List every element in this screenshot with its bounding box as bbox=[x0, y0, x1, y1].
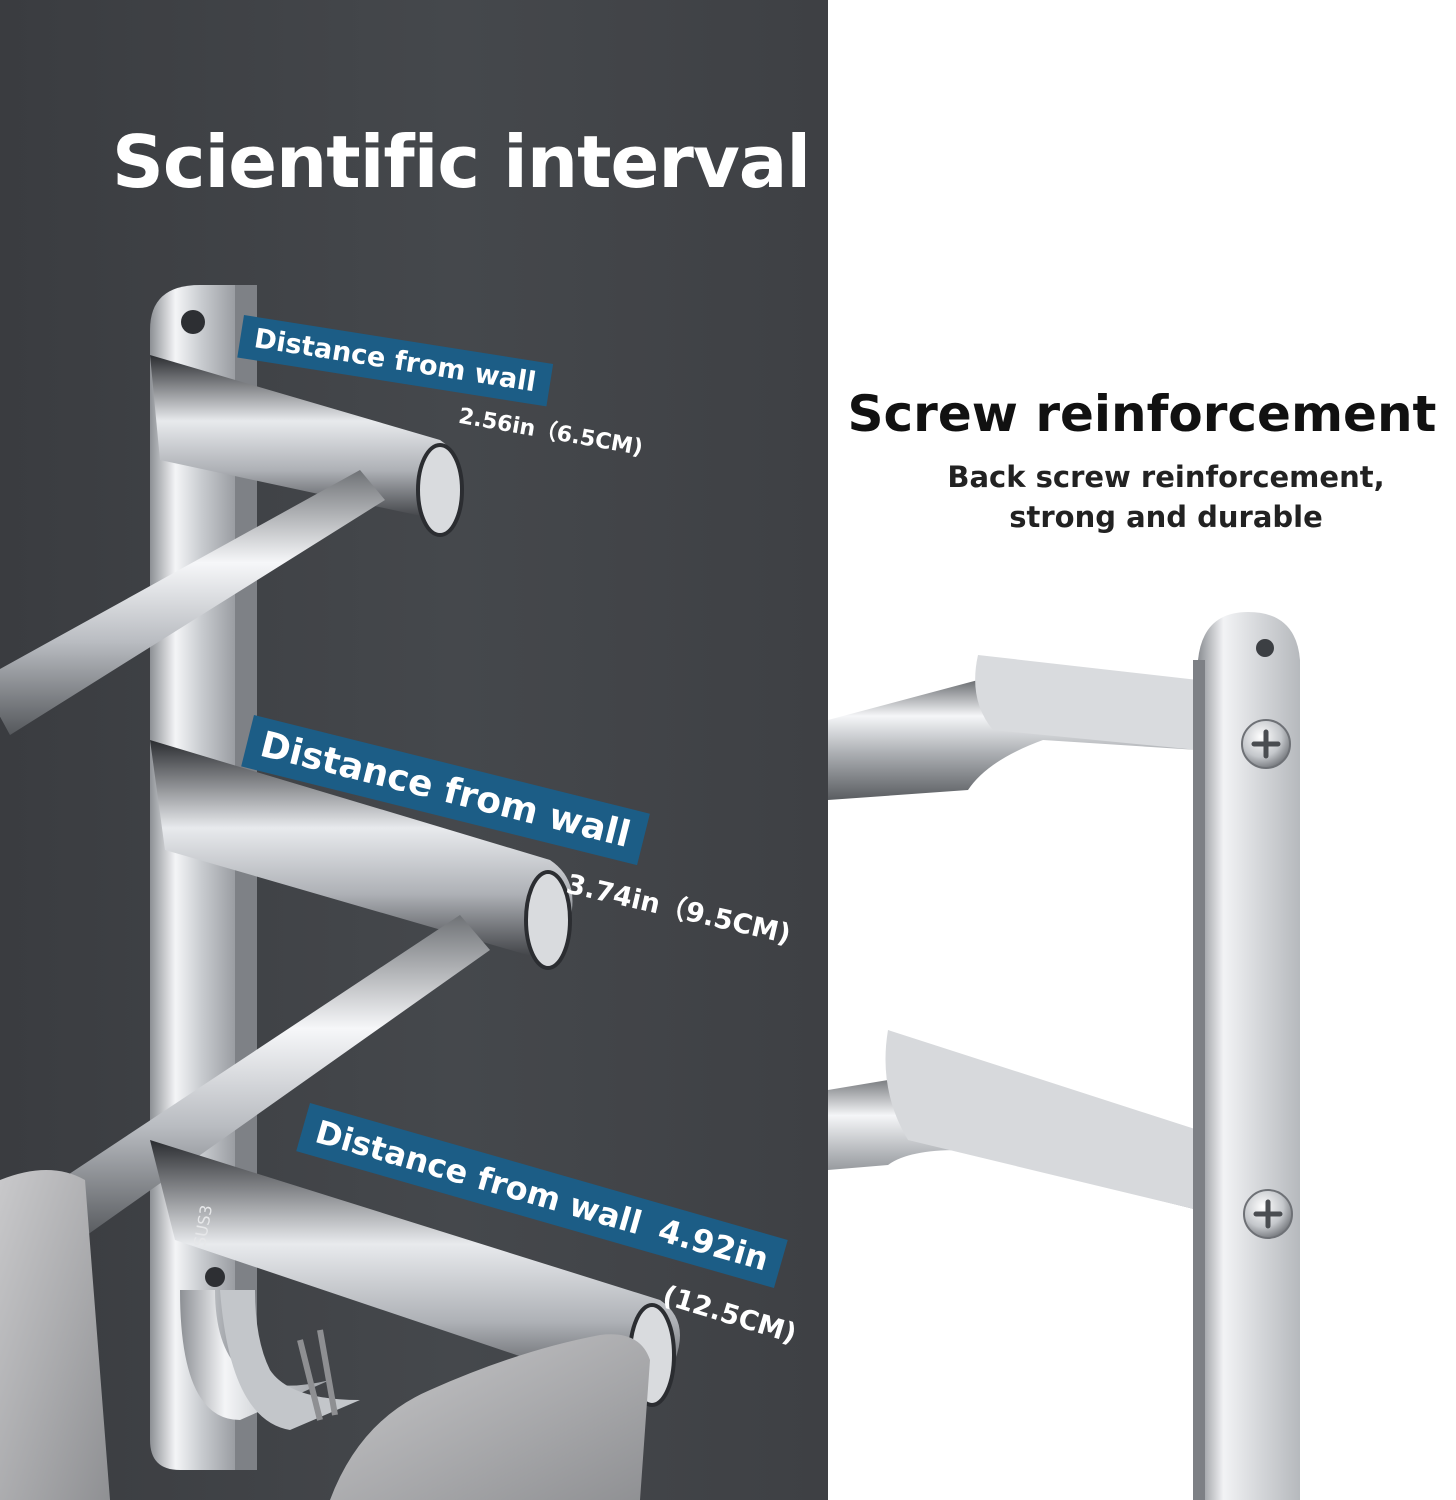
mount-hole-icon bbox=[1256, 639, 1274, 657]
towel-bottom bbox=[330, 1334, 650, 1500]
small-hook bbox=[180, 1290, 330, 1420]
screw-icon-bottom bbox=[1243, 1189, 1293, 1239]
towel-left bbox=[0, 1170, 110, 1500]
main-title: Scientific interval bbox=[112, 120, 811, 204]
screw-detail-illustration bbox=[828, 612, 1300, 1500]
right-panel: Screw reinforcement Back screw reinforce… bbox=[828, 0, 1456, 1500]
left-panel: Scientific interval Distance from wall 2… bbox=[0, 0, 828, 1500]
mount-hole-top bbox=[181, 310, 205, 334]
back-plate bbox=[1198, 612, 1300, 1500]
screw-title: Screw reinforcement bbox=[847, 385, 1437, 443]
mount-hole-bottom bbox=[205, 1267, 225, 1287]
screw-subtitle-line1: Back screw reinforcement, bbox=[947, 460, 1385, 494]
screw-icon-top bbox=[1241, 719, 1291, 769]
screw-subtitle-line2: strong and durable bbox=[1009, 500, 1323, 534]
towel-bar-illustration bbox=[0, 285, 680, 1500]
small-hook bbox=[220, 1290, 360, 1430]
